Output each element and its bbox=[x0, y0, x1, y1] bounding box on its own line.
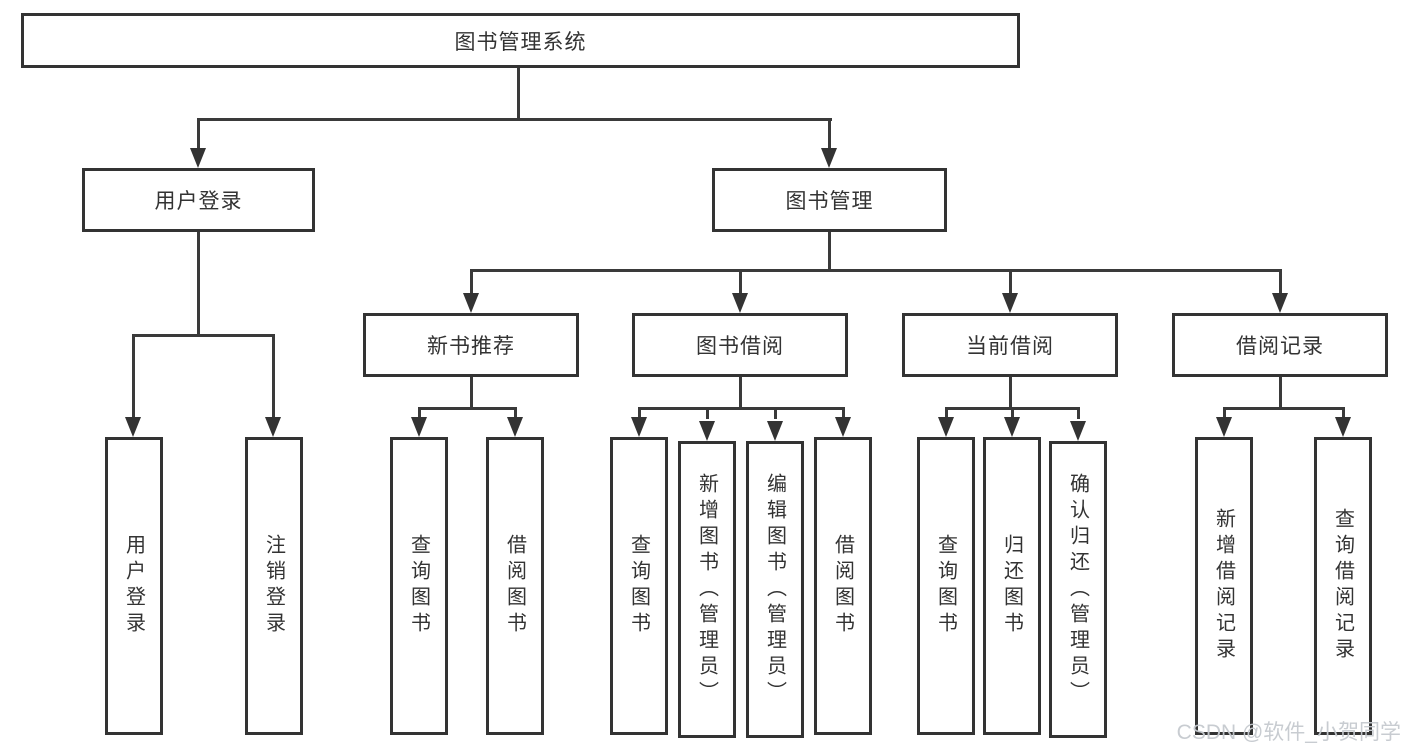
arrowhead-icon bbox=[1070, 421, 1086, 441]
node-leaf-confirm-return-admin: 确认归还（管理员） bbox=[1049, 441, 1107, 738]
node-label: 归还图书 bbox=[1000, 534, 1023, 638]
arrowhead-icon bbox=[938, 417, 954, 437]
node-label: 查询借阅记录 bbox=[1331, 508, 1354, 664]
node-label: 图书借阅 bbox=[696, 335, 784, 358]
connector-line bbox=[1279, 271, 1282, 297]
connector-line bbox=[739, 271, 742, 297]
arrowhead-icon bbox=[507, 417, 523, 437]
node-leaf-query-book: 查询图书 bbox=[610, 437, 668, 735]
node-label: 查询图书 bbox=[627, 534, 650, 638]
arrowhead-icon bbox=[821, 148, 837, 168]
arrowhead-icon bbox=[125, 417, 141, 437]
node-leaf-return-book: 归还图书 bbox=[983, 437, 1041, 735]
node-leaf-add-book-admin: 新增图书（管理员） bbox=[678, 441, 736, 738]
connector-line bbox=[132, 334, 275, 337]
connector-line bbox=[1009, 271, 1012, 297]
connector-line bbox=[774, 409, 777, 419]
node-leaf-edit-book-admin: 编辑图书（管理员） bbox=[746, 441, 804, 738]
connector-line bbox=[1011, 409, 1014, 419]
node-label: 编辑图书（管理员） bbox=[763, 472, 786, 707]
arrowhead-icon bbox=[1335, 417, 1351, 437]
node-leaf-query-borrow-record: 查询借阅记录 bbox=[1314, 437, 1372, 735]
node-current-borrow: 当前借阅 bbox=[902, 313, 1118, 377]
node-label: 用户登录 bbox=[154, 190, 243, 213]
node-label: 查询图书 bbox=[407, 534, 430, 638]
node-label: 借阅记录 bbox=[1236, 335, 1324, 358]
arrowhead-icon bbox=[631, 417, 647, 437]
node-leaf-query-book: 查询图书 bbox=[917, 437, 975, 735]
connector-line bbox=[197, 120, 200, 150]
node-label: 注销登录 bbox=[262, 534, 285, 638]
arrowhead-icon bbox=[699, 421, 715, 441]
node-leaf-borrow-book: 借阅图书 bbox=[486, 437, 544, 735]
connector-line bbox=[470, 269, 1282, 272]
connector-line bbox=[638, 407, 845, 410]
connector-line bbox=[828, 120, 831, 150]
connector-line bbox=[945, 409, 948, 419]
node-leaf-logout: 注销登录 bbox=[245, 437, 303, 735]
connector-line bbox=[1077, 409, 1080, 419]
arrowhead-icon bbox=[1216, 417, 1232, 437]
node-label: 确认归还（管理员） bbox=[1066, 472, 1089, 707]
node-label: 当前借阅 bbox=[966, 335, 1054, 358]
connector-line bbox=[418, 407, 517, 410]
node-label: 图书管理系统 bbox=[454, 30, 587, 54]
connector-line bbox=[706, 409, 709, 419]
node-book-management: 图书管理 bbox=[712, 168, 947, 232]
arrowhead-icon bbox=[463, 293, 479, 313]
node-label: 借阅图书 bbox=[503, 534, 526, 638]
node-label: 用户登录 bbox=[122, 534, 145, 638]
connector-line bbox=[197, 118, 832, 121]
connector-line bbox=[517, 68, 520, 120]
arrowhead-icon bbox=[1002, 293, 1018, 313]
connector-line bbox=[842, 409, 845, 419]
connector-line bbox=[514, 409, 517, 419]
arrowhead-icon bbox=[732, 293, 748, 313]
arrowhead-icon bbox=[767, 421, 783, 441]
connector-line bbox=[1009, 377, 1012, 409]
connector-line bbox=[1223, 409, 1226, 419]
node-label: 借阅图书 bbox=[831, 534, 854, 638]
node-leaf-query-book: 查询图书 bbox=[390, 437, 448, 735]
node-leaf-add-borrow-record: 新增借阅记录 bbox=[1195, 437, 1253, 735]
connector-line bbox=[197, 232, 200, 336]
connector-line bbox=[272, 336, 275, 420]
connector-line bbox=[638, 409, 641, 419]
node-leaf-user-login: 用户登录 bbox=[105, 437, 163, 735]
node-label: 查询图书 bbox=[934, 534, 957, 638]
arrowhead-icon bbox=[1272, 293, 1288, 313]
arrowhead-icon bbox=[190, 148, 206, 168]
connector-line bbox=[470, 377, 473, 409]
node-book-borrow: 图书借阅 bbox=[632, 313, 848, 377]
arrowhead-icon bbox=[411, 417, 427, 437]
connector-line bbox=[828, 232, 831, 272]
node-leaf-borrow-book: 借阅图书 bbox=[814, 437, 872, 735]
node-new-book-recommend: 新书推荐 bbox=[363, 313, 579, 377]
connector-line bbox=[739, 377, 742, 409]
arrowhead-icon bbox=[1004, 417, 1020, 437]
node-label: 新增图书（管理员） bbox=[695, 472, 718, 707]
arrowhead-icon bbox=[265, 417, 281, 437]
connector-line bbox=[418, 409, 421, 419]
connector-line bbox=[1223, 407, 1345, 410]
arrowhead-icon bbox=[835, 417, 851, 437]
csdn-watermark: CSDN @软件_小贺同学 bbox=[1176, 721, 1401, 744]
node-user-login: 用户登录 bbox=[82, 168, 315, 232]
node-library-management-system: 图书管理系统 bbox=[21, 13, 1020, 68]
connector-line bbox=[132, 336, 135, 420]
node-label: 新增借阅记录 bbox=[1212, 508, 1235, 664]
node-label: 新书推荐 bbox=[427, 335, 515, 358]
connector-line bbox=[945, 407, 1080, 410]
connector-line bbox=[470, 271, 473, 297]
node-borrow-record: 借阅记录 bbox=[1172, 313, 1388, 377]
connector-line bbox=[1342, 409, 1345, 419]
node-label: 图书管理 bbox=[785, 190, 874, 213]
connector-line bbox=[1279, 377, 1282, 409]
